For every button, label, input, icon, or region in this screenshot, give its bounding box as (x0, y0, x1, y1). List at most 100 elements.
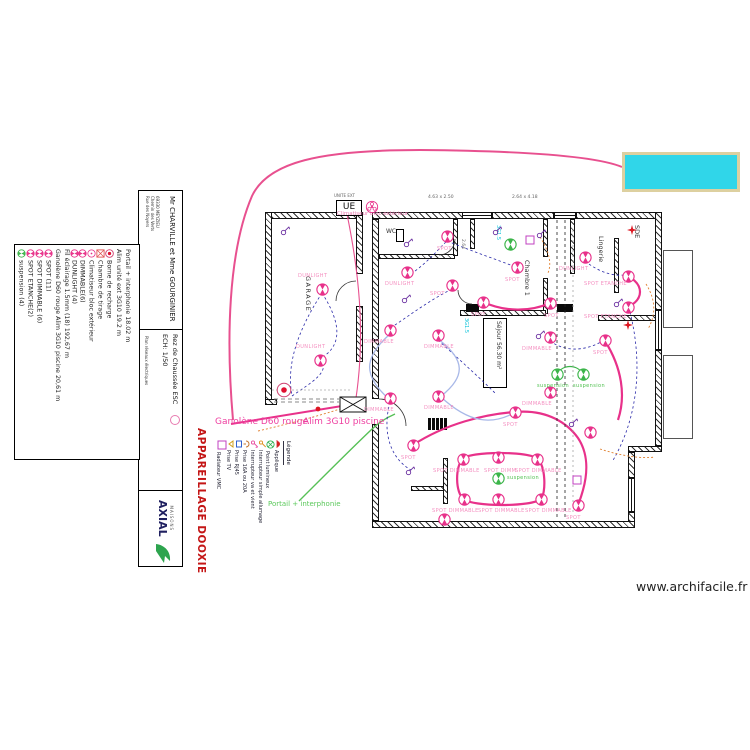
spot-symbol-label: SPOT (430, 291, 445, 297)
materials-item: Alim unité ext 3G10 19.2 m (115, 249, 122, 336)
legend-item: Applique (272, 440, 283, 472)
dimmable-symbol (383, 323, 398, 342)
drawing-scale: ECH: 1/50 (161, 334, 169, 367)
spot-symbol-label: SPOT (544, 313, 559, 319)
dimmable-symbol-label: DIMMABLE (522, 346, 552, 352)
switch-symbol (491, 222, 503, 241)
revision-marker (170, 415, 180, 425)
materials-item: Borne de recharge (104, 249, 114, 319)
susp-symbol (550, 367, 565, 386)
room-label: Séjour 56.30 m² (495, 321, 502, 370)
terrace-outline (663, 355, 693, 439)
wall-segment (628, 478, 635, 512)
legend-item: Prise TV (224, 440, 235, 470)
materials-box (14, 244, 140, 460)
room-label: 4.63 x 2.50 (428, 195, 454, 200)
wall-segment (655, 350, 662, 446)
logo-axial-text: AXIAL (156, 500, 170, 537)
materials-item: suspension (4) (17, 249, 26, 306)
wall-segment (655, 212, 662, 310)
materials-item-label: SPOT DIMMABLE (6) (35, 260, 43, 324)
switch-symbol (400, 290, 412, 309)
room-label: GARAGE (304, 276, 312, 313)
star-symbol (622, 316, 634, 335)
spot-symbol (476, 295, 491, 314)
drawing-title: Rez de Chaussée ESC (171, 334, 179, 405)
legend-item: Prise RJ45 (232, 440, 243, 475)
materials-item-label: Climatiseur bloc extérieur (87, 260, 95, 342)
dunlight-symbol-label: DUNLIGHT (296, 344, 326, 350)
client-line: 69330 MEYZIEU (155, 196, 160, 228)
room-label: WC (386, 228, 397, 235)
spot-symbol (437, 512, 452, 531)
client-line: Rue des Noyers (145, 196, 150, 228)
legend-item: Interrupteur va et vient (248, 440, 259, 509)
spot-etanche-symbol (621, 269, 636, 288)
room-label: Lingerie (597, 236, 605, 263)
legend-item: Prise 16A ou 20A (240, 440, 251, 493)
room-label: 2.64 (460, 239, 465, 250)
dimmable-symbol-label: DIMMABLE (522, 401, 552, 407)
ganolene-label: Ganolène D60 rouge (215, 417, 309, 427)
spot-symbol (543, 296, 558, 315)
switch-symbol (612, 294, 624, 313)
spot-symbol-label: SPOT (437, 246, 452, 252)
wall-segment (628, 452, 635, 478)
materials-item-label: Chambre de tirage (96, 260, 104, 320)
dimmable-symbol (431, 389, 446, 408)
wall-segment (372, 219, 379, 340)
dimmable-symbol-label: DIMMABLE (424, 344, 454, 350)
susp-symbol-label: suspension (573, 383, 606, 389)
borne-symbol (276, 382, 292, 402)
vmc-symbol (572, 470, 582, 489)
materials-item: SPOT DIMMABLE (6) (35, 249, 44, 323)
susp-symbol-label: suspension (537, 383, 570, 389)
spot-dimmable-symbol (530, 452, 545, 471)
ue-box: UE (336, 200, 362, 216)
materials-item: SPOT ETANCHE(2) (26, 249, 35, 317)
spot-symbol (440, 229, 455, 248)
spot-symbol-label: SPOT (593, 350, 608, 356)
dunlight-symbol-label: DUNLIGHT (298, 273, 328, 279)
materials-item: SPOT (11) (43, 249, 53, 292)
materials-item: Chambre de tirage (96, 249, 105, 319)
unite-ext-label: UNITE EXT (334, 193, 355, 198)
dunlight-symbol (315, 282, 330, 301)
star-symbol (626, 221, 638, 240)
materials-item-label: suspension (4) (17, 260, 25, 307)
wall-segment (411, 486, 444, 491)
dunlight-symbol-label: DUNLIGHT (385, 281, 415, 287)
wall-segment (372, 424, 379, 521)
dimmable-symbol-label: DIMMABLE (364, 339, 394, 345)
wall-segment (655, 310, 662, 350)
client-name: Mr CHARVILLE et Mme GOURGINIER (168, 196, 176, 322)
dimmable-symbol (543, 385, 558, 404)
legend-title: Légende (282, 441, 291, 465)
spot-dimmable-symbol-label: SPOT DIMMABLE (525, 508, 572, 514)
dunlight-symbol (400, 265, 415, 284)
dimmable-symbol (431, 328, 446, 347)
spot-symbol-label: SPOT (566, 515, 581, 521)
wall-segment (470, 219, 475, 249)
spot-symbol (583, 425, 598, 444)
materials-item-label: DIMMABLE(6) (78, 260, 86, 303)
spot-symbol-label: SPOT (401, 455, 416, 461)
spot-symbol-label: SPOT (471, 312, 486, 318)
materials-item: Ganolène D60 rouge Alim 3G10 piscine 20,… (54, 249, 61, 401)
materials-item-label: SPOT (11) (44, 260, 52, 292)
materials-item: Climatiseur bloc extérieur (87, 249, 96, 342)
materials-item-label: Portail + interphonie 18.02 m (124, 249, 131, 343)
spot-dimmable-symbol (457, 492, 472, 511)
materials-item-label: Borne de recharge (105, 260, 113, 319)
dimmable-symbol (543, 330, 558, 349)
climatiseur-label: Climatiseur bloc extérieur (337, 211, 409, 217)
wall-segment (356, 306, 363, 362)
materials-item: DUNLIGHT (4) (70, 249, 79, 304)
spot-dimmable-symbol (491, 492, 506, 511)
spot-dimmable-symbol-label: SPOT DIMMABLE (478, 508, 525, 514)
spot-etanche-symbol (621, 300, 636, 319)
room-label: 3G1.5 (463, 318, 469, 334)
pool (622, 152, 740, 192)
materials-item-label: Ganolène D60 rouge Alim 3G10 piscine 20,… (54, 249, 62, 402)
